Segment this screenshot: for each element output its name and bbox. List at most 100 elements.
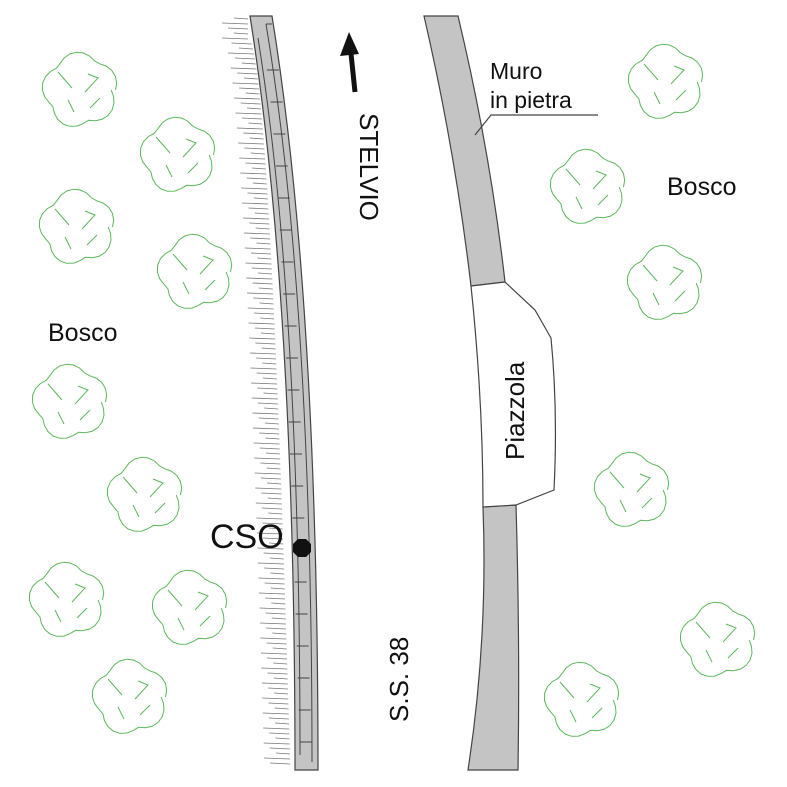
hatch-line	[261, 682, 288, 685]
hatch-line	[258, 417, 279, 420]
tree-icon	[106, 456, 183, 532]
tree-icon	[41, 51, 118, 127]
tree-icon	[38, 188, 115, 264]
hatch-line	[264, 582, 285, 585]
hatch-line	[255, 487, 282, 490]
arrow-up-icon	[340, 32, 359, 93]
hatch-line	[272, 632, 287, 635]
hatch-line	[254, 327, 275, 330]
hatch-line	[243, 77, 258, 80]
hatch-line	[250, 237, 271, 240]
hatch-line	[247, 307, 274, 310]
hatch-line	[221, 37, 249, 40]
hatch-line	[258, 287, 273, 290]
hatch-line	[273, 662, 288, 665]
hatch-line	[258, 272, 273, 275]
hatch-line	[247, 107, 262, 110]
muro-label-line2: in pietra	[490, 87, 572, 113]
hatch-line	[234, 97, 261, 100]
hatch-line	[241, 187, 268, 190]
hatch-line	[267, 687, 289, 690]
hatch-line	[262, 362, 277, 365]
hatch-line	[234, 57, 256, 60]
hatch-line	[228, 52, 255, 55]
bosco-right-label: Bosco	[667, 173, 736, 201]
hatch-line	[265, 612, 286, 615]
bosco-left-label: Bosco	[48, 319, 117, 347]
hatch-line	[254, 457, 281, 460]
hatch-line	[250, 252, 272, 255]
hatch-line	[262, 712, 289, 715]
hatch-line	[233, 17, 249, 20]
hatch-line	[259, 432, 280, 435]
hatch-line	[256, 242, 271, 245]
hatch-line	[257, 257, 272, 260]
hatch-line	[240, 102, 261, 105]
hatch-line	[227, 27, 249, 30]
hatch-line	[243, 217, 270, 220]
hatch-line	[245, 92, 260, 95]
hatch-line	[259, 302, 274, 305]
stelvio-label: STELVIO	[354, 113, 384, 221]
hatch-line	[260, 332, 275, 335]
hatch-line	[253, 197, 268, 200]
hatch-line	[257, 562, 284, 565]
hatch-line	[264, 567, 285, 570]
road-label: S.S. 38	[384, 637, 414, 722]
hatch-line	[264, 422, 279, 425]
cso-label: CSO	[210, 518, 284, 556]
hatch-line	[255, 227, 270, 230]
hatch-line	[267, 657, 288, 660]
hatch-line	[245, 262, 272, 265]
hatch-line	[252, 282, 273, 285]
hatch-line	[263, 742, 290, 745]
hatch-line	[239, 157, 266, 160]
hatch-line	[239, 87, 260, 90]
hatch-line	[269, 747, 290, 750]
hatch-line	[267, 672, 288, 675]
hatch-line	[238, 142, 265, 145]
station-dot-icon	[293, 539, 311, 557]
piazzola-layby	[470, 281, 557, 508]
tree-icon	[626, 244, 703, 320]
hatch-line	[230, 67, 257, 70]
tree-icon	[139, 116, 216, 192]
hatch-line	[271, 602, 286, 605]
hatch-line	[240, 172, 267, 175]
hatch-line	[238, 47, 253, 50]
hatch-line	[246, 177, 267, 180]
tree-icon	[28, 561, 105, 637]
hatch-line	[255, 342, 276, 345]
hatch-line	[258, 577, 285, 580]
hatch-line	[249, 137, 264, 140]
tree-icon	[91, 658, 168, 734]
hatch-line	[273, 677, 288, 680]
hatch-line	[251, 267, 272, 270]
tree-icon	[151, 569, 228, 645]
hatch-line	[269, 762, 291, 765]
hatch-line	[243, 232, 270, 235]
hatch-line	[247, 292, 274, 295]
hatch-line	[257, 387, 278, 390]
muro-leader-line	[474, 114, 598, 136]
hatch-line	[256, 372, 277, 375]
hatch-line	[244, 147, 265, 150]
hatch-line	[260, 652, 287, 655]
hatch-line	[231, 42, 252, 45]
hatch-line	[242, 117, 263, 120]
hatch-line	[274, 707, 289, 710]
piazzola-label: Piazzola	[500, 361, 530, 460]
muro-label-line1: Muro	[490, 58, 542, 84]
hatch-line	[259, 622, 286, 625]
hatch-line	[255, 502, 282, 505]
channel-crossbars	[266, 69, 312, 743]
hatch-line	[266, 467, 281, 470]
hatch-line	[262, 377, 277, 380]
hatch-line	[252, 427, 279, 430]
hatch-line	[269, 542, 284, 545]
hatch-line	[248, 322, 275, 325]
tree-icon	[593, 451, 670, 527]
hatch-line	[256, 357, 277, 360]
hatch-line	[232, 82, 259, 85]
